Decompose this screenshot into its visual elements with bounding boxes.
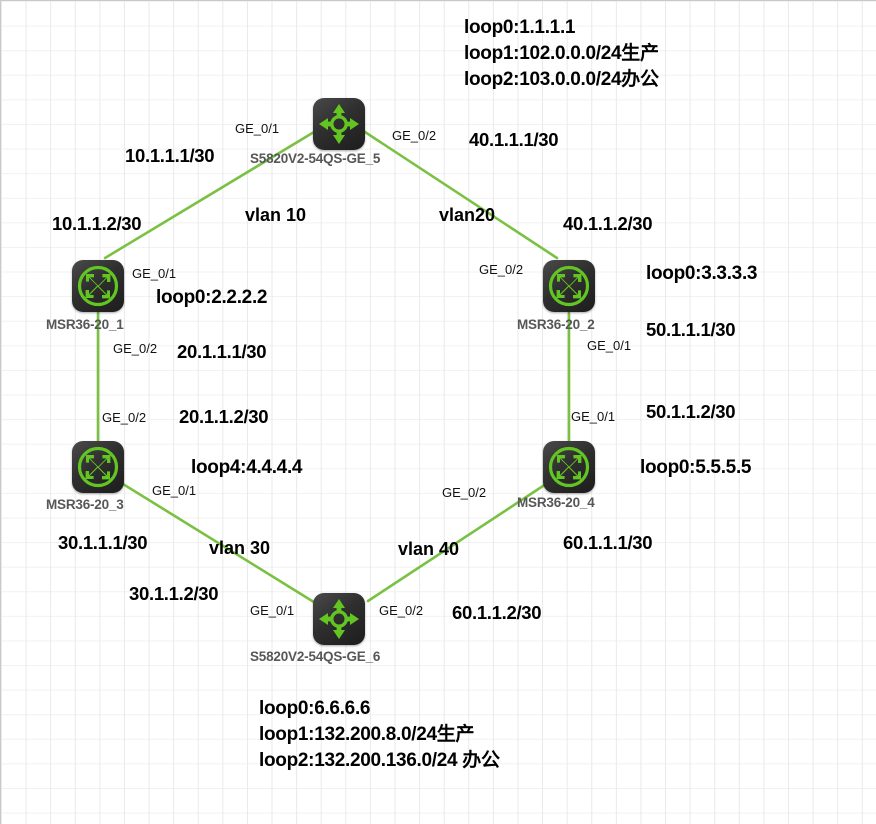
- addr-10-1-1-1: 10.1.1.1/30: [125, 145, 215, 166]
- node-msr36-20-2[interactable]: [543, 260, 595, 312]
- note-top-line-3: loop2:103.0.0.0/24办公: [464, 69, 659, 90]
- node-label-s5820v2-54qs-ge-5: S5820V2-54QS-GE_5: [250, 151, 381, 166]
- iface-label-r3-ge01: GE_0/1: [152, 483, 197, 498]
- router-icon: [543, 441, 595, 493]
- node-label-msr36-20-3: MSR36-20_3: [46, 497, 124, 512]
- iface-label-r1-ge01: GE_0/1: [132, 266, 177, 281]
- addr-10-1-1-2: 10.1.1.2/30: [52, 213, 142, 234]
- addr-50-1-1-2: 50.1.1.2/30: [646, 401, 736, 422]
- addr-40-1-1-2: 40.1.1.2/30: [563, 213, 653, 234]
- addr-20-1-1-1: 20.1.1.1/30: [177, 341, 267, 362]
- addr-30-1-1-1: 30.1.1.1/30: [58, 532, 148, 553]
- iface-label-r2-ge01: GE_0/1: [587, 338, 632, 353]
- addr-60-1-1-2: 60.1.1.2/30: [452, 602, 542, 623]
- addr-60-1-1-1: 60.1.1.1/30: [563, 532, 653, 553]
- iface-label-sw5-ge02: GE_0/2: [392, 128, 437, 143]
- vlan-label-40: vlan 40: [398, 539, 460, 559]
- node-label-msr36-20-2: MSR36-20_2: [517, 317, 595, 332]
- iface-label-r4-ge01: GE_0/1: [571, 409, 616, 424]
- vlan-label-30: vlan 30: [209, 538, 271, 558]
- node-s5820v2-54qs-ge-5[interactable]: [313, 98, 365, 150]
- loopback-label-r2: loop0:3.3.3.3: [646, 263, 758, 284]
- addr-40-1-1-1: 40.1.1.1/30: [469, 129, 559, 150]
- note-top-line-1: loop0:1.1.1.1: [464, 17, 576, 38]
- iface-label-sw5-ge01: GE_0/1: [235, 121, 280, 136]
- loopback-label-r4: loop0:5.5.5.5: [640, 457, 752, 478]
- addr-30-1-1-2: 30.1.1.2/30: [129, 583, 219, 604]
- switch-icon: [313, 593, 365, 645]
- iface-label-r4-ge02: GE_0/2: [442, 485, 487, 500]
- router-icon: [72, 260, 124, 312]
- node-msr36-20-1[interactable]: [72, 260, 124, 312]
- router-icon: [543, 260, 595, 312]
- node-msr36-20-4[interactable]: [543, 441, 595, 493]
- loopback-label-r3: loop4:4.4.4.4: [191, 457, 303, 478]
- node-s5820v2-54qs-ge-6[interactable]: [313, 593, 365, 645]
- router-icon: [72, 441, 124, 493]
- note-block-bottom: loop0:6.6.6.6 loop1:132.200.8.0/24生产 loo…: [259, 696, 500, 774]
- node-label-s5820v2-54qs-ge-6: S5820V2-54QS-GE_6: [250, 649, 381, 664]
- addr-50-1-1-1: 50.1.1.1/30: [646, 319, 736, 340]
- node-label-msr36-20-4: MSR36-20_4: [517, 495, 595, 510]
- loopback-label-r1: loop0:2.2.2.2: [156, 287, 268, 308]
- note-bottom-line-3: loop2:132.200.136.0/24 办公: [259, 750, 500, 771]
- node-msr36-20-3[interactable]: [72, 441, 124, 493]
- note-top-line-2: loop1:102.0.0.0/24生产: [464, 43, 659, 64]
- iface-label-r2-ge02: GE_0/2: [479, 262, 524, 277]
- node-label-msr36-20-1: MSR36-20_1: [46, 317, 124, 332]
- addr-20-1-1-2: 20.1.1.2/30: [179, 406, 269, 427]
- iface-label-r3-ge02: GE_0/2: [102, 410, 147, 425]
- note-bottom-line-1: loop0:6.6.6.6: [259, 698, 371, 719]
- note-block-top: loop0:1.1.1.1 loop1:102.0.0.0/24生产 loop2…: [464, 15, 659, 93]
- iface-label-sw6-ge02: GE_0/2: [379, 603, 424, 618]
- iface-label-r1-ge02: GE_0/2: [113, 341, 158, 356]
- note-bottom-line-2: loop1:132.200.8.0/24生产: [259, 724, 475, 745]
- switch-icon: [313, 98, 365, 150]
- iface-label-sw6-ge01: GE_0/1: [250, 603, 295, 618]
- vlan-label-10: vlan 10: [245, 205, 307, 225]
- vlan-label-20: vlan20: [439, 205, 496, 225]
